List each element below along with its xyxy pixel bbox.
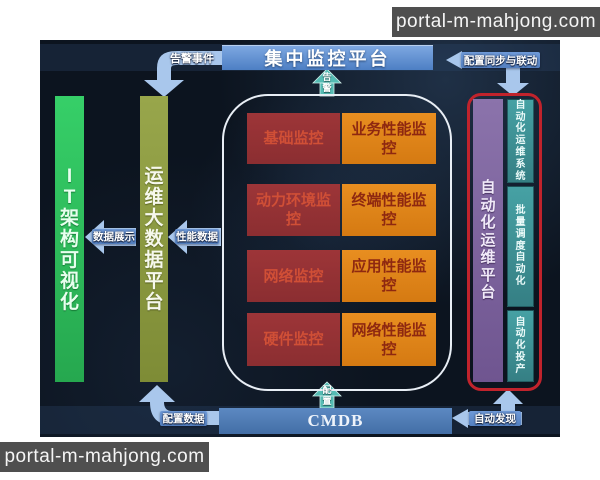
- automation-ops-platform-label: 自 动 化 运 维 平 台: [480, 179, 496, 302]
- automation-group-outline: [467, 93, 542, 391]
- batch-scheduling-automation-label: 批 量 调 度 自 动 化: [515, 205, 526, 287]
- data-display-arrow-label: 数据展示: [92, 229, 136, 244]
- node-automation-ops-platform: 自 动 化 运 维 平 台: [473, 99, 503, 382]
- alarm-up-arrow-label: 告 警: [322, 72, 332, 93]
- node-business-performance-monitoring: 业务性能监控: [342, 113, 436, 164]
- automation-ops-system-label: 自 动 化 运 维 系 统: [515, 99, 526, 182]
- node-batch-scheduling-automation: 批 量 调 度 自 动 化: [507, 186, 534, 307]
- node-application-performance-monitoring: 应用性能监控: [342, 250, 436, 302]
- config-data-arrow-label: 配置数据: [160, 411, 207, 426]
- watermark-bottom-left: portal-m-mahjong.com: [0, 442, 209, 472]
- node-basic-monitoring: 基础监控: [247, 113, 340, 164]
- automated-deployment-label: 自 动 化 投 产: [515, 316, 526, 375]
- monitoring-modules-container: [222, 94, 452, 391]
- node-hardware-monitoring: 硬件监控: [247, 313, 340, 366]
- performance-data-arrow-label: 性能数据: [175, 229, 219, 244]
- node-automation-ops-system: 自 动 化 运 维 系 统: [507, 99, 534, 183]
- node-network-monitoring: 网络监控: [247, 250, 340, 302]
- auto-discovery-arrow-label: 自动发现: [469, 411, 521, 426]
- node-ops-bigdata-platform: 运 维 大 数 据 平 台: [140, 96, 168, 382]
- node-network-performance-monitoring: 网络性能监控: [342, 313, 436, 366]
- config-up-arrow-label: 配 置: [322, 385, 332, 406]
- config-sync-linkage-arrow-label: 配置同步与联动: [461, 52, 540, 68]
- it-architecture-visualization-label: I T 架 构 可 视 化: [59, 165, 79, 313]
- alarm-event-arrow-label: 告警事件: [170, 52, 214, 65]
- node-power-environment-monitoring: 动力环境监控: [247, 184, 340, 236]
- node-central-monitoring-platform: 集中监控平台: [222, 45, 433, 70]
- node-terminal-performance-monitoring: 终端性能监控: [342, 184, 436, 236]
- node-cmdb: CMDB: [219, 408, 452, 434]
- node-automated-deployment: 自 动 化 投 产: [507, 310, 534, 382]
- watermark-top-right: portal-m-mahjong.com: [392, 7, 600, 37]
- node-it-architecture-visualization: I T 架 构 可 视 化: [55, 96, 84, 382]
- ops-bigdata-platform-label: 运 维 大 数 据 平 台: [144, 165, 164, 313]
